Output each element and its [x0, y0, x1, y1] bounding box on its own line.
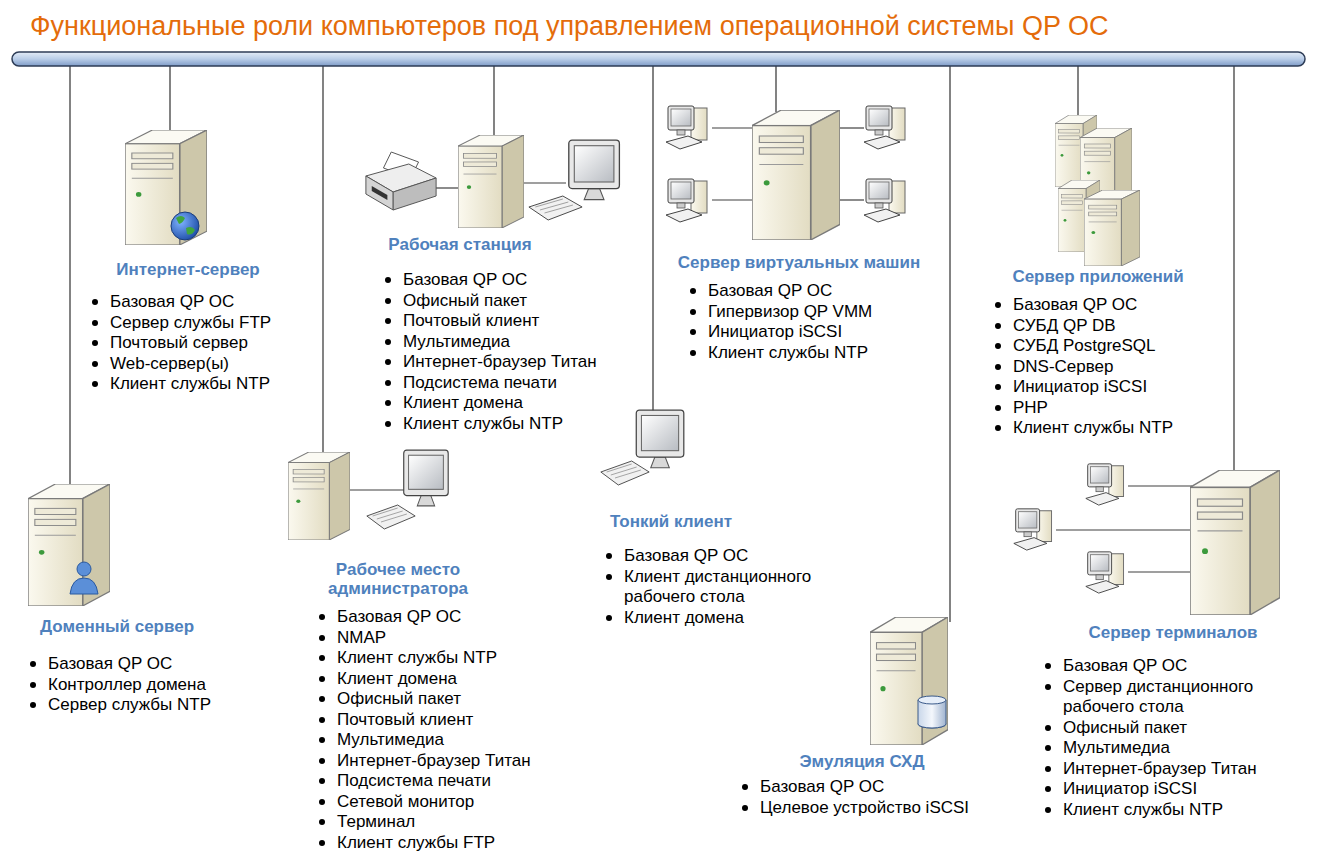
feature-item: Клиент домена — [602, 608, 862, 629]
feature-item: Подсистема печати — [315, 771, 580, 792]
feature-list: Базовая QP ОСГипервизор QP VMMИнициатор … — [686, 281, 921, 363]
feature-item: Клиент службы NTP — [88, 374, 328, 395]
feature-item: Мультимедиа — [315, 730, 580, 751]
feature-item: Базовая QP ОС — [26, 654, 256, 675]
feature-item: Инициатор iSCSI — [991, 377, 1231, 398]
role-group: Сервер терминаловБазовая QP ОССервер дис… — [1041, 623, 1311, 820]
role-heading: Доменный сервер — [7, 617, 227, 636]
role-group: Рабочее место администратораБазовая QP О… — [315, 560, 580, 853]
feature-item: Базовая QP ОС — [602, 546, 862, 567]
feature-item: PHP — [991, 398, 1231, 419]
feature-item: Базовая QP ОС — [991, 295, 1231, 316]
feature-item: NMAP — [315, 628, 580, 649]
role-heading: Тонкий клиент — [541, 512, 801, 531]
feature-list: Базовая QP ОСNMAPКлиент службы NTPКлиент… — [315, 607, 580, 853]
feature-list: Базовая QP ОСКлиент дистанционного рабоч… — [602, 546, 862, 628]
feature-item: Базовая QP ОС — [88, 292, 328, 313]
feature-item: Клиент домена — [315, 669, 580, 690]
feature-list: Базовая QP ОСКонтроллер доменаСервер слу… — [26, 654, 256, 716]
feature-list: Базовая QP ОССУБД QP DBСУБД PostgreSQLDN… — [991, 295, 1231, 439]
role-group: Рабочая станцияБазовая QP ОСОфисный паке… — [381, 235, 651, 434]
feature-item: Почтовый сервер — [88, 333, 328, 354]
role-heading: Сервер приложений — [948, 267, 1248, 286]
feature-item: Инициатор iSCSI — [686, 322, 921, 343]
feature-item: Подсистема печати — [381, 373, 651, 394]
feature-item: Мультимедиа — [1041, 738, 1311, 759]
feature-item: Базовая QP ОС — [315, 607, 580, 628]
feature-item: Базовая QP ОС — [1041, 656, 1311, 677]
feature-item: Клиент службы NTP — [686, 343, 921, 364]
role-heading: Эмуляция СХД — [732, 752, 992, 771]
network-bus — [12, 52, 1305, 66]
feature-item: Офисный пакет — [1041, 718, 1311, 739]
role-heading: Сервер терминалов — [1043, 623, 1303, 642]
diagram-title: Функциональные роли компьютеров под упра… — [30, 9, 1109, 43]
role-group: Сервер виртуальных машинБазовая QP ОСГип… — [686, 253, 921, 363]
feature-item: Сервер службы NTP — [26, 695, 256, 716]
feature-list: Базовая QP ОСОфисный пакетПочтовый клиен… — [381, 270, 651, 434]
role-group: Тонкий клиентБазовая QP ОСКлиент дистанц… — [602, 512, 862, 628]
feature-item: Сетевой монитор — [315, 792, 580, 813]
feature-item: Мультимедиа — [381, 332, 651, 353]
feature-item: Терминал — [315, 812, 580, 833]
feature-item: Базовая QP ОС — [381, 270, 651, 291]
feature-item: Почтовый клиент — [315, 710, 580, 731]
feature-item: Инициатор iSCSI — [1041, 779, 1311, 800]
feature-item: Клиент домена — [381, 393, 651, 414]
feature-list: Базовая QP ОССервер дистанционного рабоч… — [1041, 656, 1311, 820]
feature-item: Web-сервер(ы) — [88, 354, 328, 375]
role-heading: Рабочая станция — [300, 235, 620, 254]
role-heading: Сервер виртуальных машин — [639, 253, 959, 272]
feature-item: Целевое устройство iSCSI — [738, 798, 998, 819]
feature-item: Сервер дистанционного рабочего стола — [1041, 677, 1311, 718]
feature-item: Интернет-браузер Титан — [1041, 759, 1311, 780]
feature-item: Клиент службы NTP — [1041, 800, 1311, 821]
feature-item: Клиент службы NTP — [315, 648, 580, 669]
feature-item: DNS-Сервер — [991, 357, 1231, 378]
feature-item: Клиент дистанционного рабочего стола — [602, 567, 862, 608]
feature-item: Клиент службы FTP — [315, 833, 580, 854]
feature-list: Базовая QP ОССервер службы FTPПочтовый с… — [88, 292, 328, 395]
role-group: Интернет-серверБазовая QP ОССервер служб… — [88, 260, 328, 395]
feature-item: Почтовый клиент — [381, 311, 651, 332]
role-heading: Рабочее место администратора — [303, 560, 493, 598]
feature-item: Офисный пакет — [381, 291, 651, 312]
feature-item: Интернет-браузер Титан — [381, 352, 651, 373]
feature-item: Гипервизор QP VMM — [686, 302, 921, 323]
feature-item: Офисный пакет — [315, 689, 580, 710]
feature-list: Базовая QP ОСЦелевое устройство iSCSI — [738, 777, 998, 818]
feature-item: Базовая QP ОС — [738, 777, 998, 798]
feature-item: Базовая QP ОС — [686, 281, 921, 302]
feature-item: Клиент службы NTP — [381, 414, 651, 435]
feature-item: Контроллер домена — [26, 675, 256, 696]
feature-item: Интернет-браузер Титан — [315, 751, 580, 772]
feature-item: СУБД PostgreSQL — [991, 336, 1231, 357]
feature-item: Сервер службы FTP — [88, 313, 328, 334]
feature-item: СУБД QP DB — [991, 316, 1231, 337]
role-group: Доменный серверБазовая QP ОСКонтроллер д… — [26, 617, 256, 716]
role-group: Эмуляция СХДБазовая QP ОСЦелевое устройс… — [738, 752, 998, 818]
role-heading: Интернет-сервер — [28, 260, 348, 279]
feature-item: Клиент службы NTP — [991, 418, 1231, 439]
role-group: Сервер приложенийБазовая QP ОССУБД QP DB… — [991, 267, 1231, 439]
